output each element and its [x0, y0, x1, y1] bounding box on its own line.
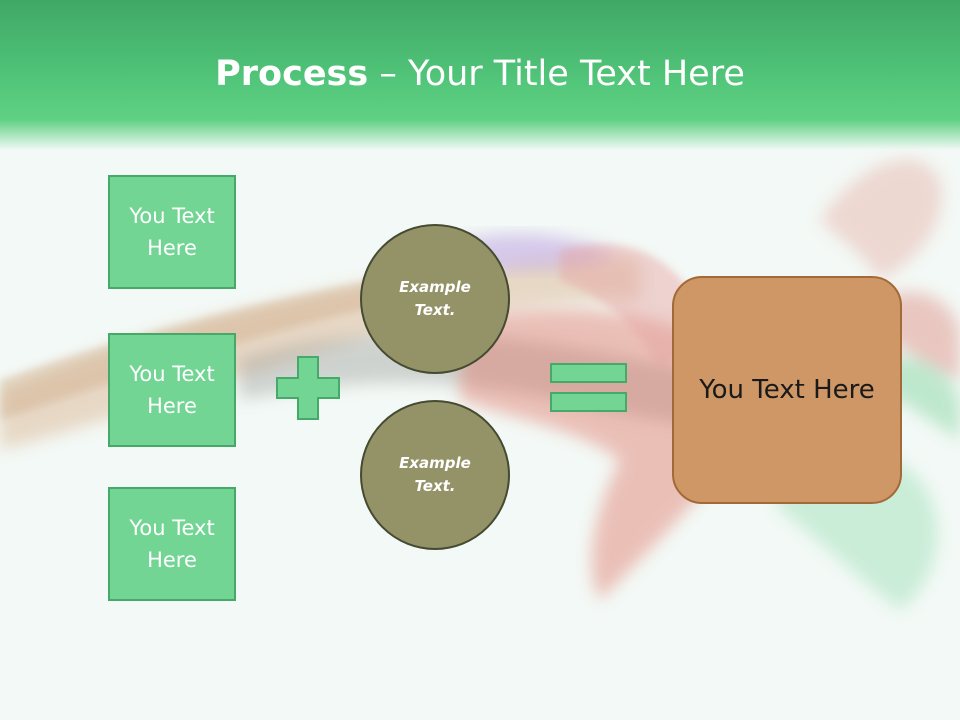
plus-icon: [276, 356, 340, 420]
example-circle-1[interactable]: Example Text.: [360, 224, 510, 374]
text-box-2[interactable]: You Text Here: [108, 333, 236, 447]
result-box[interactable]: You Text Here: [672, 276, 902, 504]
slide-title: Process – Your Title Text Here: [0, 52, 960, 96]
text-box-1[interactable]: You Text Here: [108, 175, 236, 289]
header-band: [0, 0, 960, 150]
equals-icon-bottom-bar: [550, 392, 627, 412]
title-bold-part: Process: [215, 54, 369, 94]
example-circle-2[interactable]: Example Text.: [360, 400, 510, 550]
title-rest-part: – Your Title Text Here: [368, 54, 745, 94]
equals-icon-top-bar: [550, 363, 627, 383]
text-box-3[interactable]: You Text Here: [108, 487, 236, 601]
